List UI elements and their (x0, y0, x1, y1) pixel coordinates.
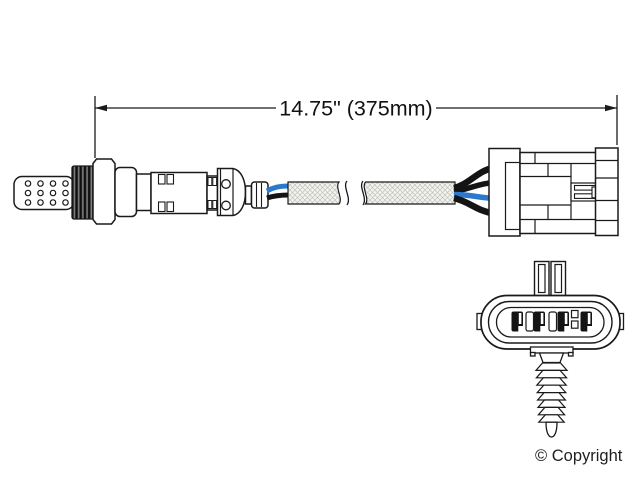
boot-wire-blue (265, 183, 290, 194)
spring-clip-bulge (216, 167, 247, 217)
clip-bar-tab-right (567, 351, 574, 357)
braided-sleeve-segment-1 (287, 181, 341, 205)
sensor-threads (71, 165, 95, 220)
clip-bar-tab-left (529, 351, 536, 357)
dimension-annotation: 14.75" (375mm) (94, 95, 618, 158)
protective-boot (250, 181, 269, 209)
terminal-pin-4 (580, 311, 593, 332)
dimension-arrow-right-icon (605, 104, 617, 112)
terminal-pin-2 (533, 311, 546, 332)
body-crimp-marks (157, 173, 175, 213)
clip-mount-bar (529, 346, 574, 354)
retention-clip (529, 346, 574, 438)
terminal-pin-1 (511, 311, 524, 332)
connector-flange (488, 147, 521, 237)
terminal-pin-3 (557, 311, 570, 332)
connector-side-view (488, 147, 619, 237)
boot-wire-black (266, 192, 290, 201)
sensor-collar (114, 166, 138, 218)
clip-hole-top (221, 179, 231, 189)
cable-break-mark-right-icon (360, 180, 366, 206)
terminal-pins (511, 311, 593, 332)
connector-front-view (476, 260, 625, 350)
collar-crimp-marks (207, 177, 218, 209)
clip-top-taper (538, 352, 565, 364)
clip-tip (545, 421, 558, 438)
terminal-slots (525, 311, 558, 332)
connector-end-cap-lines (595, 159, 618, 222)
sensor-hex-nut (92, 158, 116, 225)
cable-break-mark-left-icon (344, 180, 350, 206)
clip-fir-ribs (534, 362, 569, 423)
sensor-step (135, 173, 152, 212)
connector-end-cap (594, 147, 619, 237)
clip-hole-bottom (221, 200, 231, 211)
braided-sleeve-segment-2 (363, 181, 456, 205)
keying-squares (570, 309, 579, 329)
louver-vent-holes (24, 180, 69, 206)
sensor-side-view (13, 158, 269, 225)
copyright-text: © Copyright (535, 447, 623, 465)
boot-neck (244, 185, 253, 205)
dimension-arrow-left-icon (95, 104, 107, 112)
dimension-label: 14.75" (375mm) (279, 97, 432, 121)
